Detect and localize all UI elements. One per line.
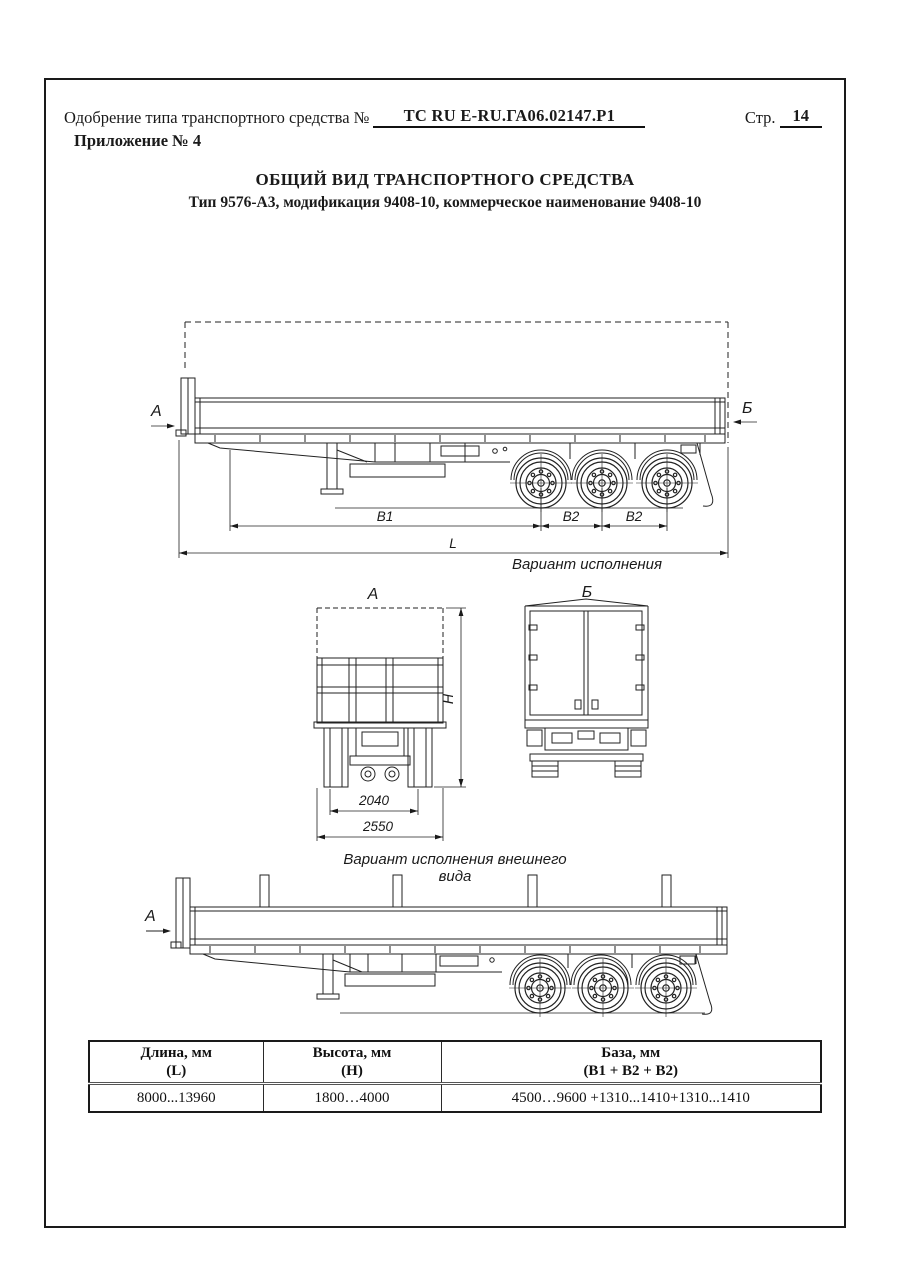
variant-caption: Вариант исполнения	[511, 556, 663, 573]
approval-label: Одобрение типа транспортного средства №	[64, 108, 370, 127]
dimension-lines	[316, 607, 466, 841]
col-length-header: Длина, мм (L)	[88, 1040, 264, 1085]
view-label-a: А	[150, 403, 162, 420]
height-symbol: (Н)	[341, 1063, 363, 1079]
dim-height-label: Н	[440, 693, 456, 704]
exterior-view-drawing: А	[144, 874, 728, 1018]
fenders	[509, 954, 697, 986]
height-value: 1800…4000	[262, 1083, 442, 1113]
page-border-frame	[44, 78, 846, 1228]
dim-b2-label-2: B2	[626, 509, 643, 524]
table-header-row: Длина, мм (L) Высота, мм (Н) База, мм (В…	[88, 1040, 822, 1085]
front-wall	[175, 377, 196, 437]
appendix-label: Приложение № 4	[74, 131, 202, 150]
rear-underride	[680, 442, 714, 507]
length-title: Длина, мм	[140, 1045, 212, 1061]
document-header: Одобрение типа транспортного средства № …	[64, 106, 822, 128]
dim-2550-label: 2550	[362, 819, 394, 834]
page-label: Стр.	[744, 108, 776, 127]
length-symbol: (L)	[166, 1063, 187, 1079]
landing-gear	[316, 953, 363, 1000]
landing-gear	[320, 442, 368, 495]
fenders	[510, 449, 698, 481]
cargo-outline-dashed	[184, 321, 729, 443]
base-title: База, мм	[601, 1045, 661, 1061]
dim-2040-label: 2040	[358, 793, 390, 808]
body-front	[316, 657, 444, 724]
view-label-b: Б	[582, 584, 592, 601]
stakes	[259, 874, 672, 908]
trailer-body	[189, 906, 728, 955]
rear-tires	[531, 760, 642, 778]
view-label-b: Б	[742, 400, 752, 417]
dimension-arrows	[317, 608, 464, 840]
trailer-body	[194, 397, 726, 444]
cargo-outline-dashed	[316, 607, 444, 658]
dimension-arrows	[167, 419, 741, 556]
table-value-row: 8000...13960 1800…4000 4500…9600 +1310..…	[88, 1083, 822, 1113]
van-box	[524, 598, 649, 721]
front-wall	[170, 877, 191, 949]
col-base-header: База, мм (В1 + В2 + В2)	[440, 1040, 822, 1085]
dimensions-table: Длина, мм (L) Высота, мм (Н) База, мм (В…	[88, 1040, 822, 1113]
undercarriage	[323, 727, 433, 788]
dim-l-label: L	[449, 536, 457, 551]
chassis	[207, 442, 701, 478]
rear-view-drawing: Б	[524, 584, 649, 778]
door-hinges	[528, 624, 645, 710]
length-value: 8000...13960	[88, 1083, 264, 1113]
dim-b1-label: B1	[377, 509, 394, 524]
page-subtitle: Тип 9576-А3, модификация 9408-10, коммер…	[188, 194, 702, 211]
wheels	[508, 958, 698, 1018]
base-value: 4500…9600 +1310...1410+1310...1410	[440, 1083, 822, 1113]
base-symbol: (В1 + В2 + В2)	[583, 1063, 679, 1079]
col-height-header: Высота, мм (Н)	[262, 1040, 442, 1085]
view-label-a: А	[367, 586, 379, 603]
rear-chassis	[524, 719, 649, 762]
exterior-caption: Вариант исполнения внешнего вида	[343, 851, 567, 885]
side-view-drawing: А Б B1 B2 B2 L	[150, 321, 757, 558]
view-arrow-head	[163, 928, 171, 934]
wheels	[509, 453, 699, 513]
dimension-lines	[151, 421, 757, 558]
view-label-a: А	[144, 908, 156, 925]
front-view-drawing: А Н 2040 2550	[313, 586, 466, 841]
page-title: ОБЩИЙ ВИД ТРАНСПОРТНОГО СРЕДСТВА	[255, 170, 635, 189]
page-number: 14	[779, 106, 822, 128]
height-title: Высота, мм	[312, 1045, 392, 1061]
approval-number: ТС RU E-RU.ГА06.02147.Р1	[373, 106, 646, 128]
dim-b2-label-1: B2	[563, 509, 580, 524]
